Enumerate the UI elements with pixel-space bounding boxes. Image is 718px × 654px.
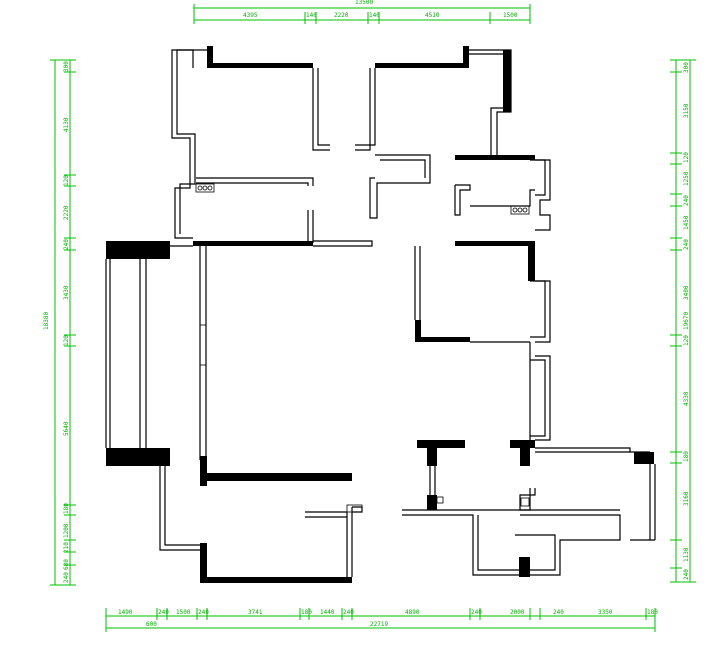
left-dim-6: 3430	[63, 285, 70, 300]
left-dim-3: 120	[63, 175, 70, 186]
right-dim-total: 19670	[683, 312, 690, 330]
bottom-dim-4: 240	[198, 609, 209, 616]
bottom-dim-13: 3350	[598, 609, 613, 616]
top-dim-6: 1500	[503, 12, 518, 19]
right-dim-11: 180	[683, 451, 690, 462]
bottom-dim-11: 2000	[510, 609, 525, 616]
left-dim-12: 680	[63, 559, 70, 570]
bottom-dim-9: 4890	[405, 609, 420, 616]
top-dim-total: 13500	[355, 0, 373, 6]
top-dimension-chain: 13500 4395 140 2220 140 4510 1500	[193, 0, 531, 24]
left-dim-1: 300	[63, 61, 70, 72]
right-dim-12: 3160	[683, 491, 690, 506]
right-dim-10: 4330	[683, 391, 690, 406]
bottom-dim-14: 180	[647, 609, 658, 616]
right-dim-3: 120	[683, 152, 690, 163]
top-dim-3: 2220	[334, 12, 349, 19]
top-dim-1: 4395	[243, 12, 258, 19]
right-dim-14: 240	[683, 569, 690, 580]
bottom-dim-10: 240	[471, 609, 482, 616]
top-dim-2: 140	[306, 12, 317, 19]
right-dim-4: 1250	[683, 171, 690, 186]
right-dim-1: 300	[683, 62, 690, 73]
left-dimension-chain: 18380 300 4130 120 2220 240 3430 120 564…	[43, 59, 76, 586]
bottom-dim-6: 180	[301, 609, 312, 616]
bottom-dim-2: 240	[158, 609, 169, 616]
left-dim-11: 210	[63, 542, 70, 553]
bottom-dim-8: 240	[343, 609, 354, 616]
bottom-dim-12: 240	[553, 609, 564, 616]
bottom-dim-left-small: 600	[146, 621, 157, 628]
floor-plan-walls	[105, 46, 656, 583]
right-dim-8: 3400	[683, 285, 690, 300]
left-dim-13: 240	[63, 572, 70, 583]
right-dim-6: 1450	[683, 215, 690, 230]
left-dim-5: 240	[63, 239, 70, 250]
top-dim-5: 4510	[425, 12, 440, 19]
left-dim-7: 120	[63, 335, 70, 346]
left-dim-2: 4130	[63, 117, 70, 132]
right-dimension-chain: 19670 300 3150 120 1250 240 1450 240 340…	[670, 59, 696, 583]
right-dim-5: 240	[683, 195, 690, 206]
bottom-dim-5: 3741	[248, 609, 263, 616]
left-dim-4: 2220	[63, 205, 70, 220]
bottom-dim-total: 22719	[370, 621, 388, 628]
right-dim-9: 120	[683, 335, 690, 346]
bottom-dim-3: 1500	[176, 609, 191, 616]
left-dim-total: 18380	[43, 312, 50, 330]
right-dim-7: 240	[683, 239, 690, 250]
bottom-dimension-chain: 1490 240 1500 240 3741 180 1440 240 4890…	[105, 608, 658, 632]
left-dim-8: 5640	[63, 421, 70, 436]
right-dim-13: 1130	[683, 547, 690, 562]
bottom-dim-1: 1490	[118, 609, 133, 616]
bottom-dim-7: 1440	[320, 609, 335, 616]
right-dim-2: 3150	[683, 103, 690, 118]
left-dim-10: 1200	[63, 523, 70, 538]
top-dim-4: 140	[369, 12, 380, 19]
left-dim-9: 180	[63, 503, 70, 514]
